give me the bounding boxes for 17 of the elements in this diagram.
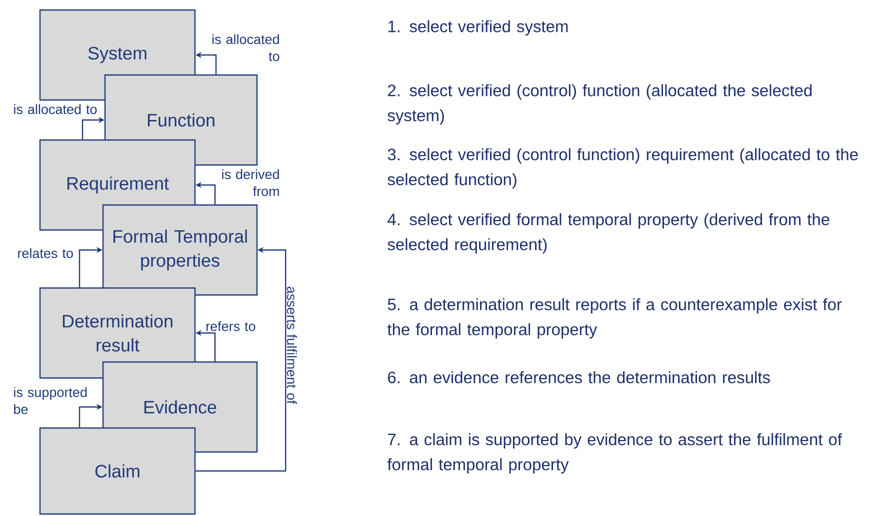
edge-label: asserts fulfilment of xyxy=(286,286,297,404)
step-text: 7. a claim is supported by evidence to assert the fulfilment of formal temporal property xyxy=(387,433,842,474)
entity-box: Formal Temporal properties xyxy=(102,204,258,296)
step-text: 6. an evidence references the determination results xyxy=(388,371,770,384)
edge-label: relates to xyxy=(18,248,73,258)
step-text: 3. select verified (control function) requirement (allocated to the selected function) xyxy=(388,148,858,189)
edge-label: is derived from xyxy=(222,169,279,196)
edge-label: is allocated to xyxy=(212,34,280,62)
step-text: 4. select verified formal temporal property (derived from the selected requirement) xyxy=(388,213,830,254)
edge-label: is supported be xyxy=(14,387,87,414)
entity-box: Claim xyxy=(39,427,196,515)
step-text: 5. a determination result reports if a counterexample exist for the formal temporal property xyxy=(387,298,842,339)
edge-label: is allocated to xyxy=(14,104,97,114)
step-text: 1. select verified system xyxy=(388,20,568,36)
step-text: 2. select verified (control) function (allocated the selected system) xyxy=(388,84,812,125)
edge-label: refers to xyxy=(206,321,256,332)
entity-box: Determination result xyxy=(39,287,196,379)
